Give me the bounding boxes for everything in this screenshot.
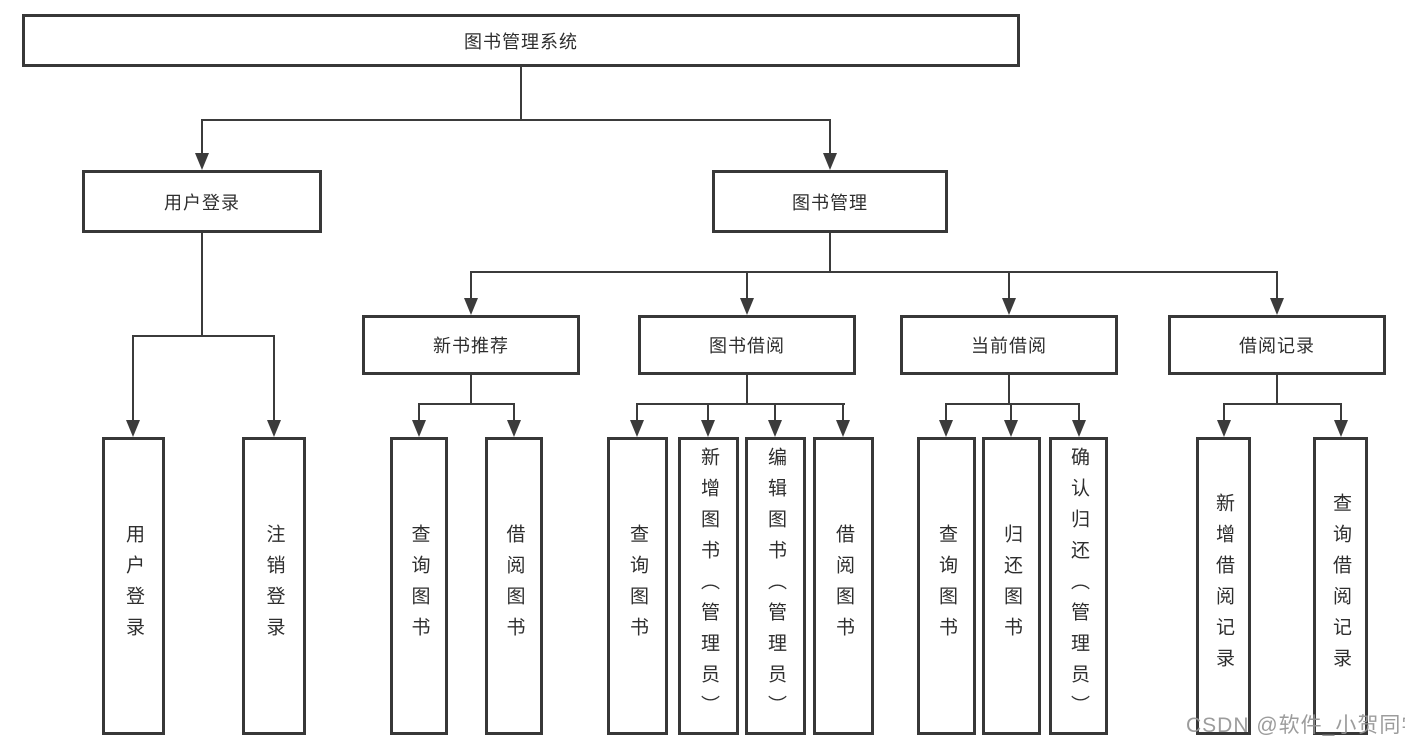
leaf-recommend-borrow-book-label: 借阅图书: [503, 524, 525, 648]
leaf-records-add-record-label: 新增借阅记录: [1213, 493, 1234, 679]
connector-root-stem: [520, 66, 522, 119]
connector-mgmt-to-records: [1276, 271, 1278, 299]
leaf-borrow-add-book-admin-label: 新增图书（管理员）: [698, 446, 719, 726]
arrowhead-recommend-leaf2: [507, 420, 521, 437]
leaf-recommend-query-book: 查询图书: [390, 437, 448, 735]
node-new-book-recommend-label: 新书推荐: [433, 336, 509, 356]
leaf-user-login: 用户登录: [102, 437, 165, 735]
arrowhead-borrow: [740, 298, 754, 315]
connector-recommend-stem: [470, 375, 472, 404]
leaf-current-return-book: 归还图书: [982, 437, 1041, 735]
connector-root-bar: [201, 119, 830, 121]
leaf-records-add-record: 新增借阅记录: [1196, 437, 1251, 735]
connector-mgmt-bar: [470, 271, 1278, 273]
arrowhead-current-leaf2: [1004, 420, 1018, 437]
arrowhead-user-leaf2: [267, 420, 281, 437]
leaf-borrow-borrow-book: 借阅图书: [813, 437, 874, 735]
connector-borrow-bar: [636, 403, 845, 405]
leaf-current-query-book: 查询图书: [917, 437, 976, 735]
connector-mgmt-to-recommend: [470, 271, 472, 299]
csdn-watermark: CSDN @软件_小贺同学: [1186, 714, 1405, 737]
arrowhead-records-leaf1: [1217, 420, 1231, 437]
connector-borrow-stem: [746, 375, 748, 404]
node-current-borrow: 当前借阅: [900, 315, 1118, 375]
connector-borrow-leaf4: [842, 403, 844, 421]
connector-root-to-user: [201, 119, 203, 154]
node-user-login-label: 用户登录: [164, 192, 240, 213]
leaf-borrow-borrow-book-label: 借阅图书: [833, 524, 854, 648]
node-new-book-recommend: 新书推荐: [362, 315, 580, 375]
node-current-borrow-label: 当前借阅: [971, 336, 1047, 356]
connector-recommend-leaf2: [513, 403, 515, 421]
connector-borrow-leaf1: [636, 403, 638, 421]
connector-user-bar: [132, 335, 275, 337]
leaf-current-query-book-label: 查询图书: [936, 524, 957, 648]
connector-records-leaf2: [1340, 403, 1342, 421]
node-book-borrow-label: 图书借阅: [709, 336, 785, 356]
connector-user-leaf1: [132, 335, 134, 421]
node-book-mgmt: 图书管理: [712, 170, 948, 233]
leaf-records-query-record: 查询借阅记录: [1313, 437, 1368, 735]
connector-current-leaf3: [1078, 403, 1080, 421]
leaf-recommend-query-book-label: 查询图书: [408, 524, 430, 648]
arrowhead-current-leaf1: [939, 420, 953, 437]
leaf-borrow-add-book-admin: 新增图书（管理员）: [678, 437, 739, 735]
connector-borrow-leaf3: [774, 403, 776, 421]
leaf-borrow-query-book-label: 查询图书: [627, 524, 648, 648]
arrowhead-records: [1270, 298, 1284, 315]
arrowhead-user: [195, 153, 209, 170]
connector-mgmt-to-borrow: [746, 271, 748, 299]
leaf-borrow-edit-book-admin: 编辑图书（管理员）: [745, 437, 806, 735]
arrowhead-borrow-leaf3: [768, 420, 782, 437]
node-user-login: 用户登录: [82, 170, 322, 233]
leaf-records-query-record-label: 查询借阅记录: [1330, 493, 1351, 679]
connector-mgmt-stem: [829, 233, 831, 273]
connector-current-leaf2: [1010, 403, 1012, 421]
connector-root-to-mgmt: [829, 119, 831, 154]
connector-mgmt-to-current: [1008, 271, 1010, 299]
arrowhead-mgmt: [823, 153, 837, 170]
connector-current-bar: [945, 403, 1080, 405]
arrowhead-recommend-leaf1: [412, 420, 426, 437]
node-book-borrow: 图书借阅: [638, 315, 856, 375]
leaf-borrow-query-book: 查询图书: [607, 437, 668, 735]
connector-records-stem: [1276, 375, 1278, 404]
node-borrow-records-label: 借阅记录: [1239, 336, 1315, 356]
connector-current-leaf1: [945, 403, 947, 421]
node-borrow-records: 借阅记录: [1168, 315, 1386, 375]
leaf-user-login-label: 用户登录: [123, 524, 144, 648]
node-root: 图书管理系统: [22, 14, 1020, 67]
arrowhead-current-leaf3: [1072, 420, 1086, 437]
connector-borrow-leaf2: [707, 403, 709, 421]
leaf-current-return-book-label: 归还图书: [1001, 524, 1022, 648]
arrowhead-borrow-leaf2: [701, 420, 715, 437]
connector-user-stem: [201, 233, 203, 336]
leaf-current-confirm-return-admin: 确认归还（管理员）: [1049, 437, 1108, 735]
connector-records-leaf1: [1223, 403, 1225, 421]
leaf-user-logout-label: 注销登录: [263, 524, 285, 648]
leaf-user-logout: 注销登录: [242, 437, 306, 735]
arrowhead-recommend: [464, 298, 478, 315]
connector-user-leaf2: [273, 335, 275, 421]
connector-recommend-leaf1: [418, 403, 420, 421]
leaf-current-confirm-return-admin-label: 确认归还（管理员）: [1068, 446, 1089, 726]
arrowhead-records-leaf2: [1334, 420, 1348, 437]
connector-records-bar: [1223, 403, 1342, 405]
node-book-mgmt-label: 图书管理: [792, 192, 868, 213]
arrowhead-borrow-leaf4: [836, 420, 850, 437]
node-root-label: 图书管理系统: [464, 31, 578, 52]
connector-current-stem: [1008, 375, 1010, 404]
connector-recommend-bar: [418, 403, 515, 405]
arrowhead-user-leaf1: [126, 420, 140, 437]
leaf-recommend-borrow-book: 借阅图书: [485, 437, 543, 735]
leaf-borrow-edit-book-admin-label: 编辑图书（管理员）: [765, 446, 786, 726]
arrowhead-current: [1002, 298, 1016, 315]
arrowhead-borrow-leaf1: [630, 420, 644, 437]
